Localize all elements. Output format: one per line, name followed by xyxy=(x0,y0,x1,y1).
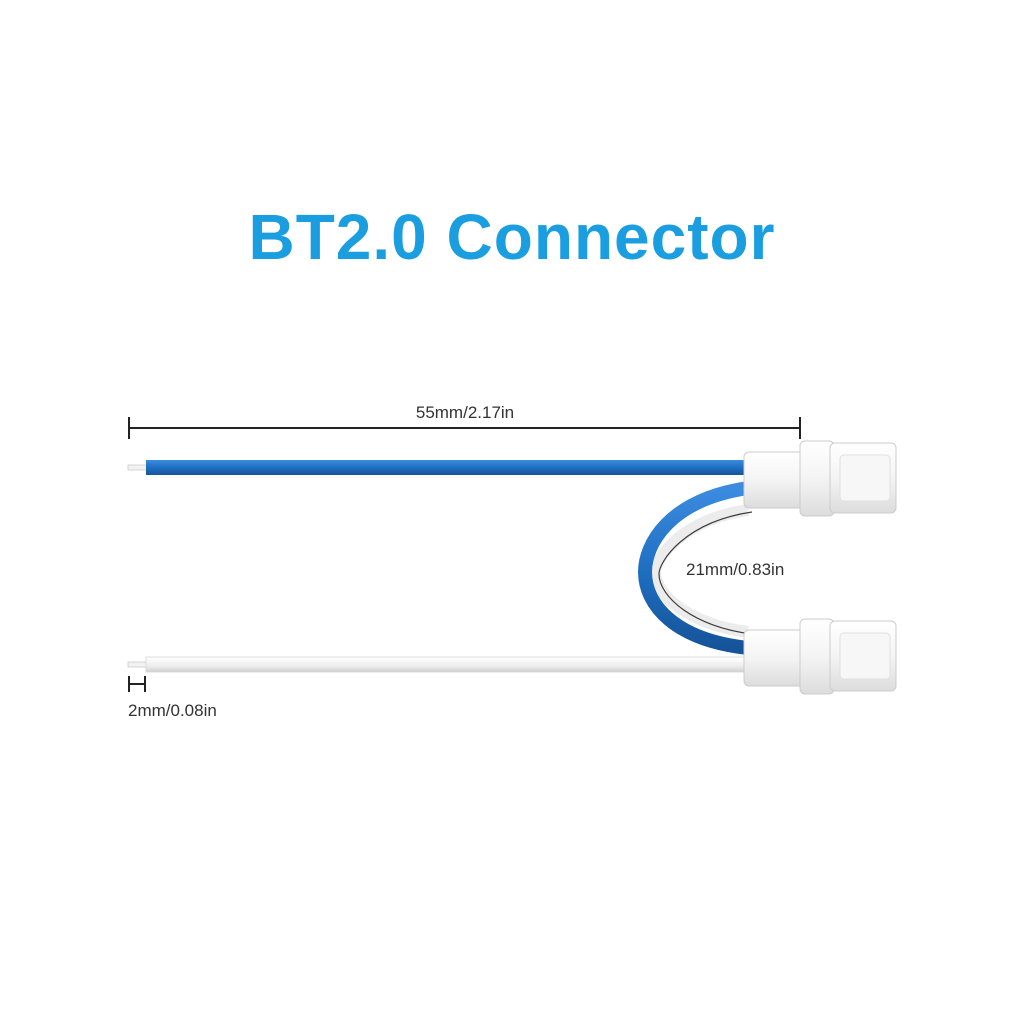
loop-blue-wire xyxy=(637,481,750,655)
white-wire xyxy=(127,656,751,673)
length-dimension: 55mm/2.17in xyxy=(128,403,801,439)
blue-wire xyxy=(127,460,750,475)
white-wire-body xyxy=(145,656,751,673)
blue-wire-stripped-tip xyxy=(127,464,149,471)
blue-wire-body xyxy=(146,460,750,475)
strip-label: 2mm/0.08in xyxy=(128,701,217,720)
gap-label: 21mm/0.83in xyxy=(686,560,784,579)
length-label: 55mm/2.17in xyxy=(416,403,514,422)
strip-dimension: 2mm/0.08in xyxy=(128,676,217,720)
white-wire-stripped-tip xyxy=(127,661,149,668)
loop-wires xyxy=(637,481,753,655)
connector-top xyxy=(743,440,897,517)
connector-bottom xyxy=(743,618,897,695)
page-title: BT2.0 Connector xyxy=(248,201,776,273)
